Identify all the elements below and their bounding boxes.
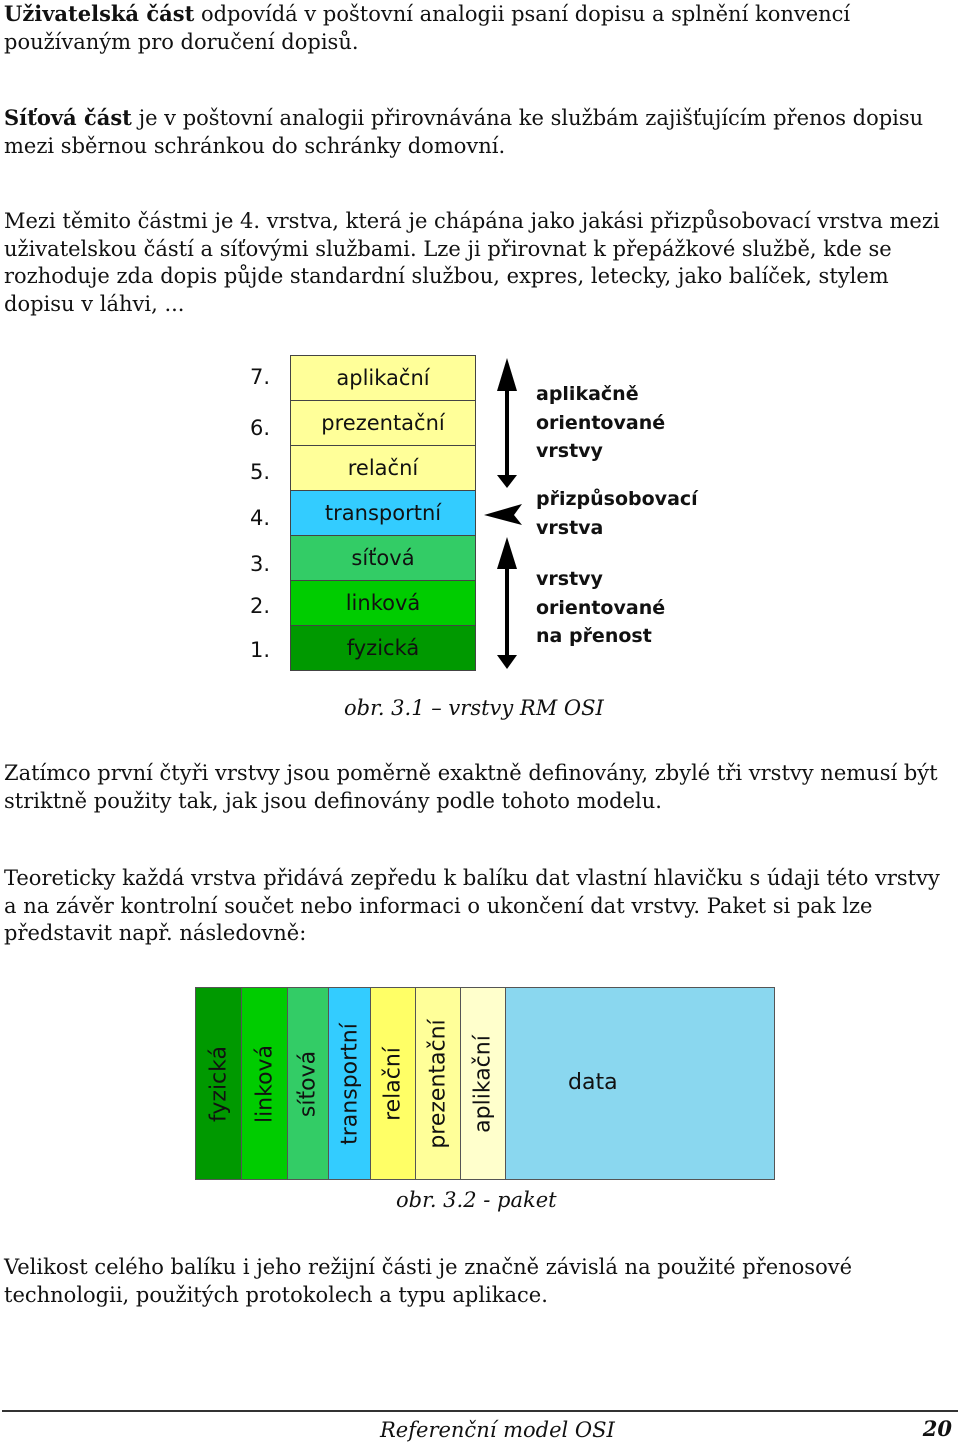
paragraph-text: odpovídá v poštovní analogii psaní dopis…: [4, 2, 851, 54]
double-arrow-icon: [497, 358, 517, 488]
side-label-line: vrstvy: [536, 440, 603, 462]
paragraph-layer-4: Mezi těmito částmi je 4. vrstva, která j…: [4, 209, 940, 316]
layer-3: síťová: [291, 536, 475, 581]
packet-segment-link: linková: [242, 988, 288, 1179]
arrow-left-icon: [484, 504, 522, 525]
figure-2-caption: obr. 3.2 - paket: [396, 1188, 557, 1212]
side-label-line: přizpůsobovací: [536, 488, 698, 510]
segment-label: prezentační: [425, 1018, 451, 1149]
layer-6-label: prezentační: [321, 411, 445, 435]
app-oriented-label: aplikačně orientované vrstvy: [536, 380, 665, 466]
layer-1-number: 1.: [250, 638, 271, 662]
layer-2-label: linková: [345, 591, 421, 615]
packet-segment-network: síťová: [288, 988, 329, 1179]
packet-segment-presentation: prezentační: [416, 988, 461, 1179]
arrows-graphic: [484, 358, 522, 669]
layer-3-label: síťová: [351, 546, 415, 570]
layer-6: prezentační: [291, 401, 475, 446]
paragraph-network-part: Síťová část je v poštovní analogii přiro…: [4, 104, 954, 160]
segment-label: linková: [252, 1044, 277, 1123]
paragraph-user-part: Uživatelská část odpovídá v poštovní ana…: [4, 0, 954, 56]
packet-data-label: data: [568, 1070, 618, 1095]
segment-label: síťová: [295, 1050, 321, 1117]
osi-layers-figure: aplikační prezentační relační transportn…: [250, 355, 740, 673]
footer-divider: [2, 1410, 958, 1412]
footer-title: Referenční model OSI: [380, 1418, 615, 1442]
side-label-line: aplikačně: [536, 383, 639, 405]
packet-segment-transport: transportní: [329, 988, 371, 1179]
paragraph-text: je v poštovní analogii přirovnávána ke s…: [4, 106, 924, 158]
layer-3-number: 3.: [250, 552, 271, 576]
layer-1-label: fyzická: [346, 636, 420, 660]
layer-7: aplikační: [291, 356, 475, 401]
packet-figure: fyzická linková síťová transportní relač…: [195, 987, 775, 1180]
transfer-oriented-label: vrstvy orientované na přenost: [536, 565, 665, 651]
layer-1: fyzická: [291, 626, 475, 670]
segment-label: aplikační: [470, 1034, 496, 1133]
side-label-line: orientované: [536, 596, 666, 619]
adaptation-layer-label: přizpůsobovací vrstva: [536, 485, 698, 542]
layer-4-number: 4.: [250, 506, 271, 530]
side-label-line: na přenost: [536, 625, 652, 647]
layer-2: linková: [291, 581, 475, 626]
layer-5-number: 5.: [250, 460, 271, 484]
layer-7-label: aplikační: [336, 366, 430, 390]
side-label-line: orientované: [536, 411, 666, 434]
layer-2-number: 2.: [250, 594, 271, 618]
layer-4-label: transportní: [324, 501, 442, 525]
paragraph-packet: Teoreticky každá vrstva přidává zepředu …: [4, 866, 940, 945]
layer-4: transportní: [291, 491, 475, 536]
layer-6-number: 6.: [250, 416, 271, 440]
side-label-line: vrstva: [536, 516, 604, 539]
paragraph-packet-size: Velikost celého balíku i jeho režijní čá…: [4, 1255, 852, 1307]
layer-5-label: relační: [347, 456, 419, 480]
paragraph-layers-definition: Zatímco první čtyři vrstvy jsou poměrně …: [4, 761, 938, 813]
layer-5: relační: [291, 446, 475, 491]
layer-7-number: 7.: [250, 365, 271, 389]
figure-1-caption: obr. 3.1 – vrstvy RM OSI: [344, 696, 604, 720]
segment-label: fyzická: [206, 1045, 231, 1122]
packet-segment-application: aplikační: [461, 988, 506, 1179]
double-arrow-icon: [497, 537, 517, 669]
side-label-line: vrstvy: [536, 568, 603, 590]
packet-segment-session: relační: [371, 988, 416, 1179]
term-user-part: Uživatelská část: [4, 1, 195, 26]
segment-label: transportní: [337, 1022, 362, 1145]
page-number: 20: [922, 1416, 952, 1441]
segment-label: relační: [380, 1046, 406, 1121]
term-network-part: Síťová část: [4, 105, 132, 130]
layer-stack: aplikační prezentační relační transportn…: [290, 355, 476, 671]
packet-segment-physical: fyzická: [196, 988, 242, 1179]
